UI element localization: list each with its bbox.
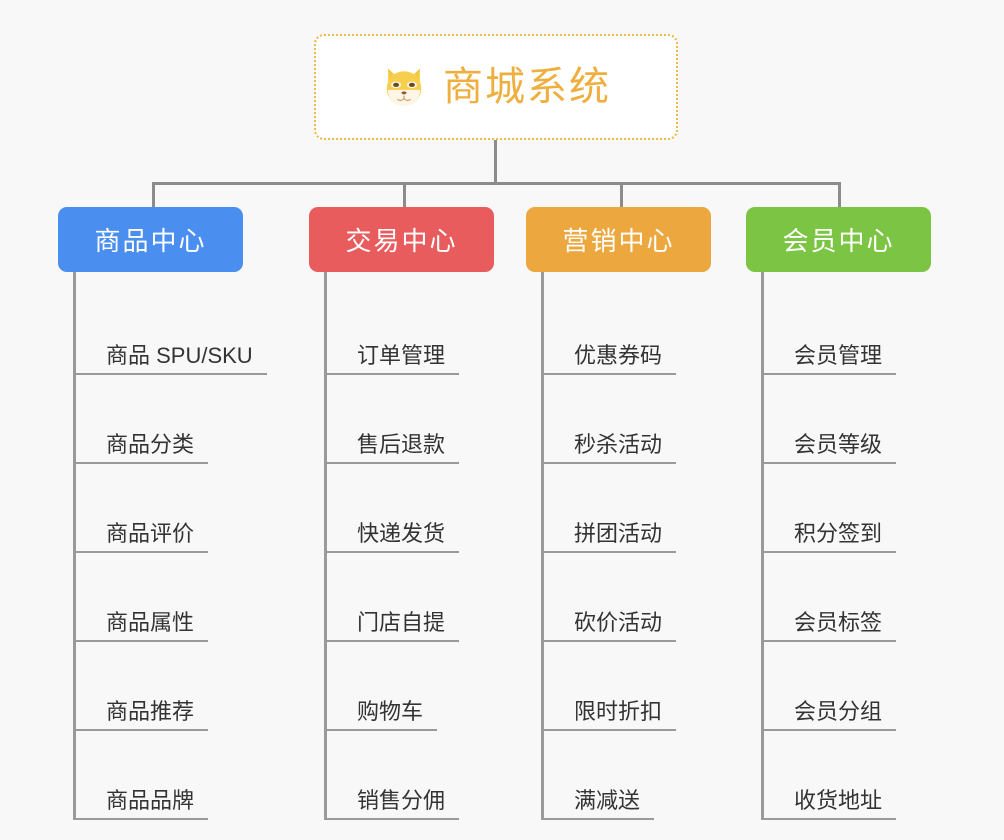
category-column-marketing: 营销中心 优惠券码 秒杀活动 拼团活动 砍价活动 限时折扣 满减送 [526, 207, 746, 820]
list-item[interactable]: 商品推荐 [76, 642, 278, 731]
leaf-label: 收货地址 [794, 788, 897, 820]
list-item[interactable]: 满减送 [544, 731, 746, 820]
leaf-label: 积分签到 [794, 521, 897, 553]
leaf-label: 商品分类 [106, 432, 209, 464]
connector-drop-4 [838, 182, 841, 207]
list-item[interactable]: 购物车 [327, 642, 529, 731]
list-item[interactable]: 限时折扣 [544, 642, 746, 731]
leaf-label: 门店自提 [357, 610, 460, 642]
list-item[interactable]: 商品评价 [76, 464, 278, 553]
list-item[interactable]: 积分签到 [764, 464, 966, 553]
connector-drop-2 [403, 182, 406, 207]
category-header-marketing[interactable]: 营销中心 [526, 207, 711, 272]
leaf-label: 会员标签 [794, 610, 897, 642]
leaf-label: 购物车 [357, 699, 438, 731]
category-header-trade[interactable]: 交易中心 [309, 207, 494, 272]
category-column-product: 商品中心 商品 SPU/SKU 商品分类 商品评价 商品属性 商品推荐 商品品牌 [58, 207, 278, 820]
leaf-label: 商品推荐 [106, 699, 209, 731]
category-column-trade: 交易中心 订单管理 售后退款 快递发货 门店自提 购物车 销售分佣 [309, 207, 529, 820]
category-column-member: 会员中心 会员管理 会员等级 积分签到 会员标签 会员分组 收货地址 [746, 207, 966, 820]
list-item[interactable]: 秒杀活动 [544, 375, 746, 464]
list-item[interactable]: 门店自提 [327, 553, 529, 642]
list-item[interactable]: 会员分组 [764, 642, 966, 731]
list-item[interactable]: 商品 SPU/SKU [76, 286, 278, 375]
leaf-label: 会员分组 [794, 699, 897, 731]
leaf-label: 商品 SPU/SKU [106, 343, 267, 375]
root-title: 商城系统 [443, 65, 611, 109]
list-item[interactable]: 会员管理 [764, 286, 966, 375]
leaf-label: 会员管理 [794, 343, 897, 375]
leaf-label: 拼团活动 [574, 521, 677, 553]
list-item[interactable]: 优惠券码 [544, 286, 746, 375]
shiba-dog-emoji-icon [381, 64, 427, 110]
leaf-list-product: 商品 SPU/SKU 商品分类 商品评价 商品属性 商品推荐 商品品牌 [73, 272, 278, 820]
list-item[interactable]: 收货地址 [764, 731, 966, 820]
root-node[interactable]: 商城系统 [314, 34, 678, 140]
category-header-label: 交易中心 [345, 226, 458, 256]
list-item[interactable]: 商品分类 [76, 375, 278, 464]
category-header-product[interactable]: 商品中心 [58, 207, 243, 272]
leaf-label: 商品属性 [106, 610, 209, 642]
list-item[interactable]: 订单管理 [327, 286, 529, 375]
list-item[interactable]: 会员标签 [764, 553, 966, 642]
leaf-label: 订单管理 [357, 343, 460, 375]
category-header-label: 商品中心 [94, 226, 207, 256]
list-item[interactable]: 拼团活动 [544, 464, 746, 553]
category-header-label: 会员中心 [782, 226, 895, 256]
list-item[interactable]: 商品品牌 [76, 731, 278, 820]
leaf-label: 商品品牌 [106, 788, 209, 820]
list-item[interactable]: 快递发货 [327, 464, 529, 553]
leaf-list-member: 会员管理 会员等级 积分签到 会员标签 会员分组 收货地址 [761, 272, 966, 820]
list-item[interactable]: 会员等级 [764, 375, 966, 464]
leaf-label: 售后退款 [357, 432, 460, 464]
leaf-list-marketing: 优惠券码 秒杀活动 拼团活动 砍价活动 限时折扣 满减送 [541, 272, 746, 820]
leaf-label: 砍价活动 [574, 610, 677, 642]
list-item[interactable]: 销售分佣 [327, 731, 529, 820]
leaf-label: 满减送 [574, 788, 655, 820]
leaf-label: 商品评价 [106, 521, 209, 553]
leaf-list-trade: 订单管理 售后退款 快递发货 门店自提 购物车 销售分佣 [324, 272, 529, 820]
category-header-member[interactable]: 会员中心 [746, 207, 931, 272]
leaf-label: 快递发货 [357, 521, 460, 553]
leaf-label: 限时折扣 [574, 699, 677, 731]
connector-bus [152, 182, 841, 185]
category-header-label: 营销中心 [562, 226, 675, 256]
list-item[interactable]: 商品属性 [76, 553, 278, 642]
leaf-label: 秒杀活动 [574, 432, 677, 464]
connector-drop-1 [152, 182, 155, 207]
connector-stem [494, 140, 497, 184]
leaf-label: 优惠券码 [574, 343, 677, 375]
list-item[interactable]: 售后退款 [327, 375, 529, 464]
leaf-label: 销售分佣 [357, 788, 460, 820]
leaf-label: 会员等级 [794, 432, 897, 464]
connector-drop-3 [620, 182, 623, 207]
list-item[interactable]: 砍价活动 [544, 553, 746, 642]
